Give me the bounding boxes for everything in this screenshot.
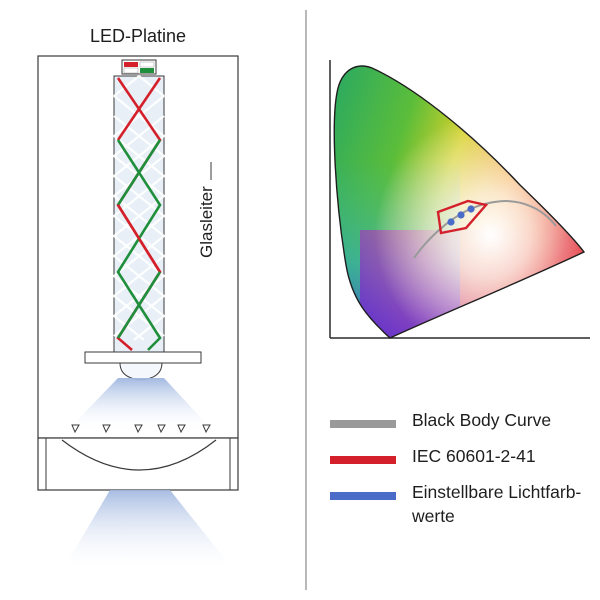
legend-item-black-body: Black Body Curve <box>330 404 592 440</box>
led-board <box>121 59 157 75</box>
led-board-title: LED-Platine <box>90 26 186 46</box>
inner-light-beam <box>66 378 214 432</box>
beam-direction-markers <box>71 424 211 434</box>
legend-label: IEC 60601-2-41 <box>412 446 536 466</box>
legend-item-adjustable: Einstellbare Lichtfarb-werte <box>330 476 592 536</box>
adjustable-color-point <box>467 205 475 213</box>
legend-swatch-red <box>330 456 396 464</box>
exit-plate <box>84 351 202 364</box>
green-light-ray <box>116 139 162 206</box>
legend-swatch-grey <box>330 420 396 428</box>
legend-item-iec: IEC 60601-2-41 <box>330 440 592 476</box>
glass-light-guide <box>112 75 166 353</box>
legend-label: Einstellbare Lichtfarb-werte <box>412 482 582 526</box>
collimator-lens <box>119 362 163 381</box>
legend-swatch-blue <box>330 492 396 500</box>
glass-guide-label: Glasleiter <box>197 186 216 258</box>
iec-region <box>436 199 489 235</box>
color-gamut <box>334 66 584 338</box>
adjustable-color-point <box>457 211 465 219</box>
lens-housing <box>37 437 239 491</box>
black-body-curve <box>413 200 557 259</box>
outer-light-beam <box>64 490 232 568</box>
adjustable-color-point <box>447 218 455 226</box>
legend-label: Black Body Curve <box>412 410 552 430</box>
chromaticity-diagram <box>329 60 590 339</box>
legend: Black Body Curve IEC 60601-2-41 Einstell… <box>330 404 592 536</box>
spectral-locus <box>333 65 586 339</box>
